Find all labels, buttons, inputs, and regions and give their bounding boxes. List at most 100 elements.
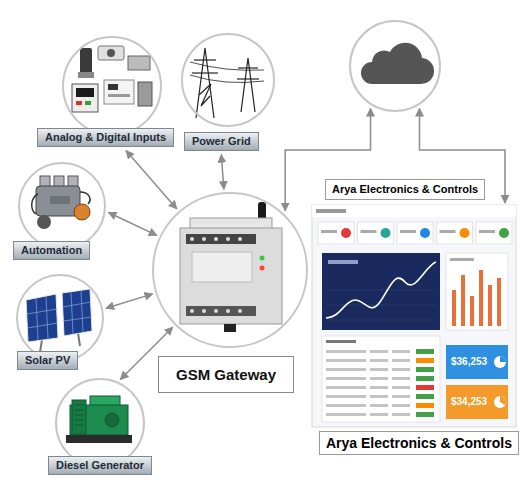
dashboard-screen-part-part — [370, 395, 388, 398]
dashboard-screen-part-part — [392, 413, 410, 416]
engine-illustration-part — [50, 196, 70, 204]
dashboard-screen-part-part — [392, 368, 410, 371]
dashboard-screen-part — [322, 336, 440, 422]
power-pylons-part — [241, 58, 255, 112]
generator-illustration-part — [105, 413, 119, 427]
dashboard-screen-part-part — [392, 404, 410, 407]
dashboard-screen-part — [446, 253, 508, 330]
node-label: Power Grid — [184, 132, 259, 151]
grid-node: Power Grid — [181, 33, 275, 151]
dashboard-screen-part-part — [370, 413, 388, 416]
dashboard-screen-part — [500, 396, 506, 405]
dashboard-screen-part — [358, 222, 394, 244]
sensor-icons-part — [128, 56, 150, 70]
dashboard-screen-part — [416, 412, 434, 417]
connector-arrow — [221, 155, 224, 190]
engine-illustration-part — [36, 186, 80, 216]
dashboard-screen-part-part — [326, 359, 366, 362]
gateway-device-part — [192, 252, 252, 282]
gateway-device-part — [214, 237, 218, 241]
dashboard-screen-part-part — [326, 386, 366, 389]
dashboard-screen-part-part — [370, 386, 388, 389]
sensor-icons-part — [78, 72, 94, 78]
node-label: Analog & Digital Inputs — [37, 128, 174, 147]
card-value: $36,253 — [451, 356, 487, 368]
dashboard-screen-part-part — [326, 395, 366, 398]
gateway-device-part — [186, 306, 256, 316]
dashboard-screen-part — [446, 345, 508, 379]
dashboard-screen-part — [416, 349, 434, 354]
gateway-device-part — [260, 266, 265, 271]
sensor-icons-part — [76, 88, 94, 97]
dashboard-screen-part — [328, 260, 358, 264]
dashboard-screen-part — [416, 385, 434, 390]
dashboard-screen-part-part — [326, 350, 366, 353]
node-label: Arya Electronics & Controls — [325, 179, 485, 200]
automation-node: Automation — [13, 162, 106, 260]
engine-illustration-part — [32, 192, 90, 214]
node-label: Arya Electronics & Controls — [319, 431, 519, 455]
gateway-device-part — [190, 309, 194, 313]
dashboard-node: Arya Electronics & Controls — [312, 205, 519, 456]
power-pylons-part — [199, 84, 211, 106]
dashboard-screen-part — [361, 230, 377, 233]
solar-panels-part — [27, 290, 92, 340]
power-pylons-part — [196, 48, 214, 118]
dashboard-screen-part-part — [370, 368, 388, 371]
dashboard-screen-part — [450, 258, 474, 261]
dashboard-screen-part — [416, 403, 434, 408]
cloud-node: Arya Electronics & Controls — [325, 20, 486, 200]
gateway-device-part — [226, 309, 230, 313]
dashboard-screen-part-part — [326, 377, 366, 380]
dashboard-screen-part — [494, 396, 506, 408]
sensor-icons-part — [108, 84, 118, 90]
gateway-device-part — [226, 237, 230, 241]
generator-illustration-part — [74, 405, 84, 425]
solar-panels-part — [62, 289, 92, 336]
solar-node: Solar PV — [16, 274, 104, 370]
solar-panels-part — [26, 294, 58, 342]
cloud-icon — [361, 43, 434, 84]
dashboard-screen-part-part — [392, 386, 410, 389]
sensor-icons-part — [72, 84, 98, 112]
dashboard-screen-part — [500, 356, 506, 362]
dashboard-screen-part — [470, 296, 474, 326]
gateway-node: GSM Gateway — [152, 192, 308, 394]
power-pylons-part — [190, 62, 264, 70]
dashboard-screen-part-part — [326, 404, 366, 407]
gateway-device-part — [186, 234, 256, 244]
sensor-icons-part — [108, 94, 130, 97]
engine-illustration-part — [37, 215, 51, 229]
connector-arrow — [109, 213, 157, 236]
generator-node: Diesel Generator — [48, 378, 153, 475]
dashboard-screen-part — [381, 228, 391, 238]
dashboard-screen-part — [326, 290, 436, 320]
power-pylons-part — [194, 59, 216, 60]
dashboard-screen-part — [497, 278, 501, 326]
dashboard-screen-part — [416, 358, 434, 363]
dashboard-screen-part-part — [392, 350, 410, 353]
dashboard-screen-part — [416, 376, 434, 381]
node-label: Diesel Generator — [48, 456, 152, 475]
dashboard-screen-part — [452, 290, 456, 326]
sensor-icons-part — [98, 46, 124, 60]
dashboard-screen-part — [341, 228, 351, 238]
dashboard-screen-part-part — [370, 377, 388, 380]
dashboard-screen-part — [326, 340, 356, 343]
gateway-device-part — [214, 309, 218, 313]
engine-illustration — [32, 176, 90, 229]
node-circle — [16, 274, 104, 362]
dashboard-screen-part — [440, 230, 456, 233]
gateway-device — [180, 202, 282, 332]
dashboard-screen-part — [326, 262, 436, 318]
dashboard-screen-part — [460, 228, 470, 238]
dashboard-screen-part — [437, 222, 473, 244]
connector-arrow — [106, 294, 153, 308]
dashboard-screen-part — [420, 228, 430, 238]
dashboard-screen-part — [416, 367, 434, 372]
gateway-device-part — [224, 324, 236, 332]
dashboard-screen-part — [318, 222, 354, 244]
dashboard-screen-part — [326, 350, 410, 416]
gateway-device-part — [202, 237, 206, 241]
